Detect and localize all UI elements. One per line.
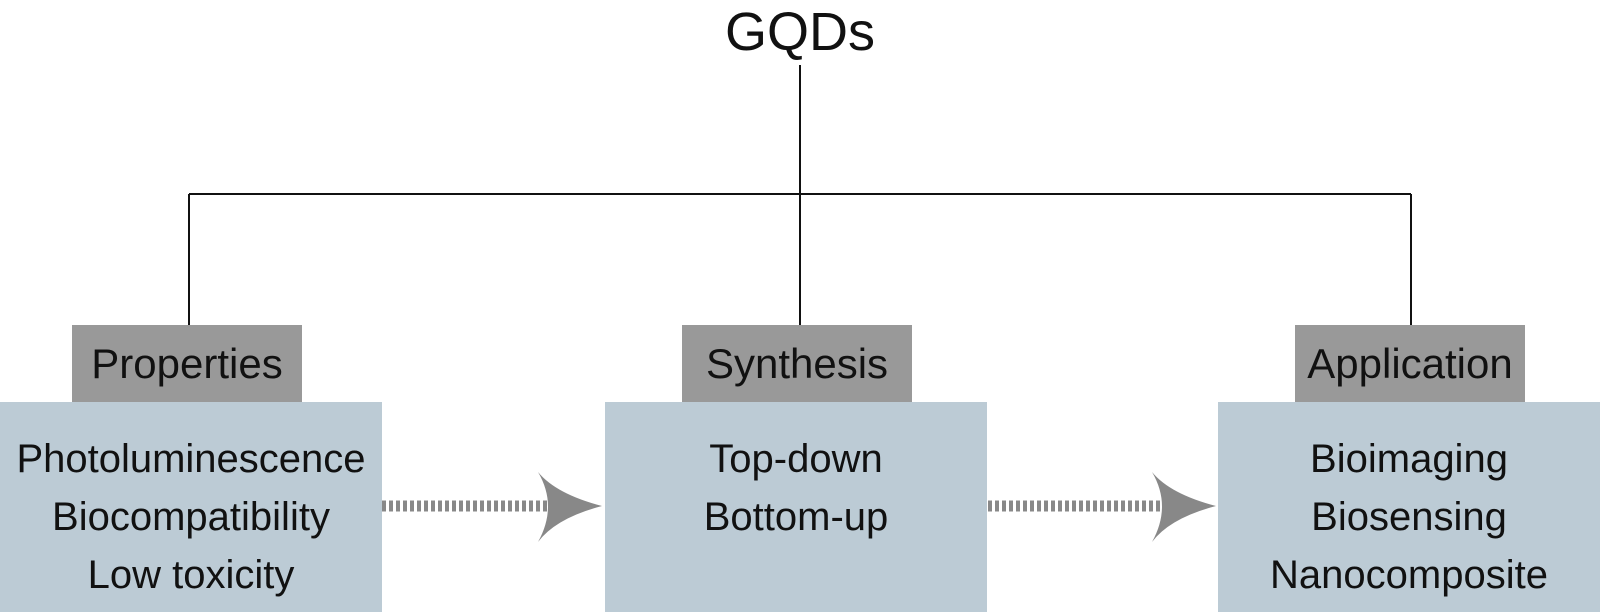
- application-item: Bioimaging: [1310, 437, 1508, 481]
- flow-arrow-properties-to-synthesis: [382, 472, 602, 542]
- properties-item: Low toxicity: [87, 553, 295, 597]
- application-item: Nanocomposite: [1270, 553, 1548, 597]
- root-title: GQDs: [724, 2, 875, 62]
- synthesis-item: Top-down: [709, 437, 883, 481]
- synthesis-header: Synthesis: [682, 325, 912, 403]
- arrowhead-2-icon: [1152, 472, 1216, 542]
- application-item: Biosensing: [1311, 495, 1507, 539]
- properties-header: Properties: [72, 325, 302, 403]
- application-box: Bioimaging Biosensing Nanocomposite: [1218, 402, 1600, 612]
- application-header: Application: [1295, 325, 1525, 403]
- synthesis-box: Top-down Bottom-up: [605, 402, 987, 612]
- flow-arrow-synthesis-to-application: [988, 472, 1216, 542]
- synthesis-item: Bottom-up: [703, 495, 889, 539]
- properties-box: Photoluminescence Biocompatibility Low t…: [0, 402, 382, 612]
- arrowhead-1-icon: [538, 472, 602, 542]
- properties-item: Biocompatibility: [52, 495, 330, 539]
- properties-item: Photoluminescence: [16, 437, 366, 481]
